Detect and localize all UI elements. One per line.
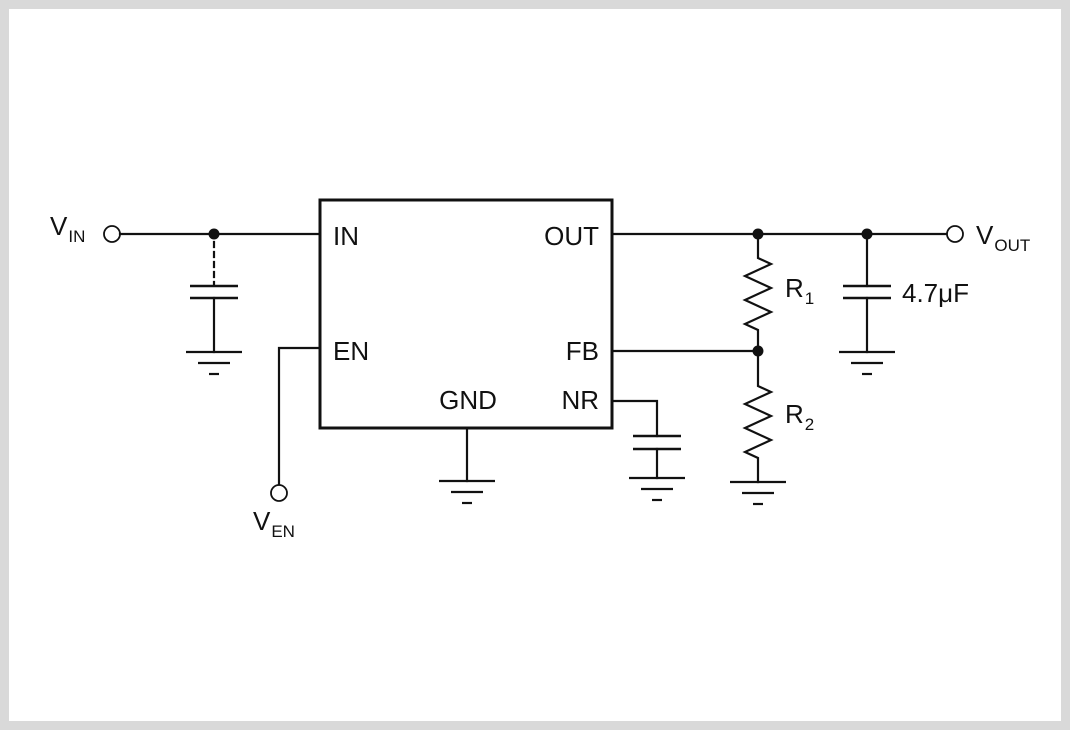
pin-fb-label: FB [566,336,599,366]
ven-label: VEN [253,506,295,541]
ven-terminal [270,484,288,502]
r2-label: R2 [785,399,814,434]
vin-terminal [103,225,121,243]
r1-label: R1 [785,273,814,308]
en-wire [277,346,322,487]
pin-out-label: OUT [544,221,599,251]
ic-ground-symbol [439,479,495,505]
cout-value-label: 4.7μF [902,278,969,308]
pin-gnd-label: GND [439,385,497,415]
resistor-r2 [742,349,774,484]
pin-en-label: EN [333,336,369,366]
vout-label: VOUT [976,220,1030,255]
resistor-r1 [742,232,774,353]
r2-ground-symbol [730,480,786,506]
nr-wire [610,399,659,438]
input-capacitor [190,284,238,300]
pin-nr-label: NR [561,385,599,415]
output-capacitor [843,284,891,300]
nr-capacitor [633,434,681,451]
vin-junction-dot [208,228,220,240]
vout-terminal [946,225,964,243]
pin-in-label: IN [333,221,359,251]
cout-ground-symbol [839,350,895,376]
cin-ground-symbol [186,350,242,376]
vin-label: VIN [50,211,85,246]
nr-ground-symbol [629,476,685,502]
